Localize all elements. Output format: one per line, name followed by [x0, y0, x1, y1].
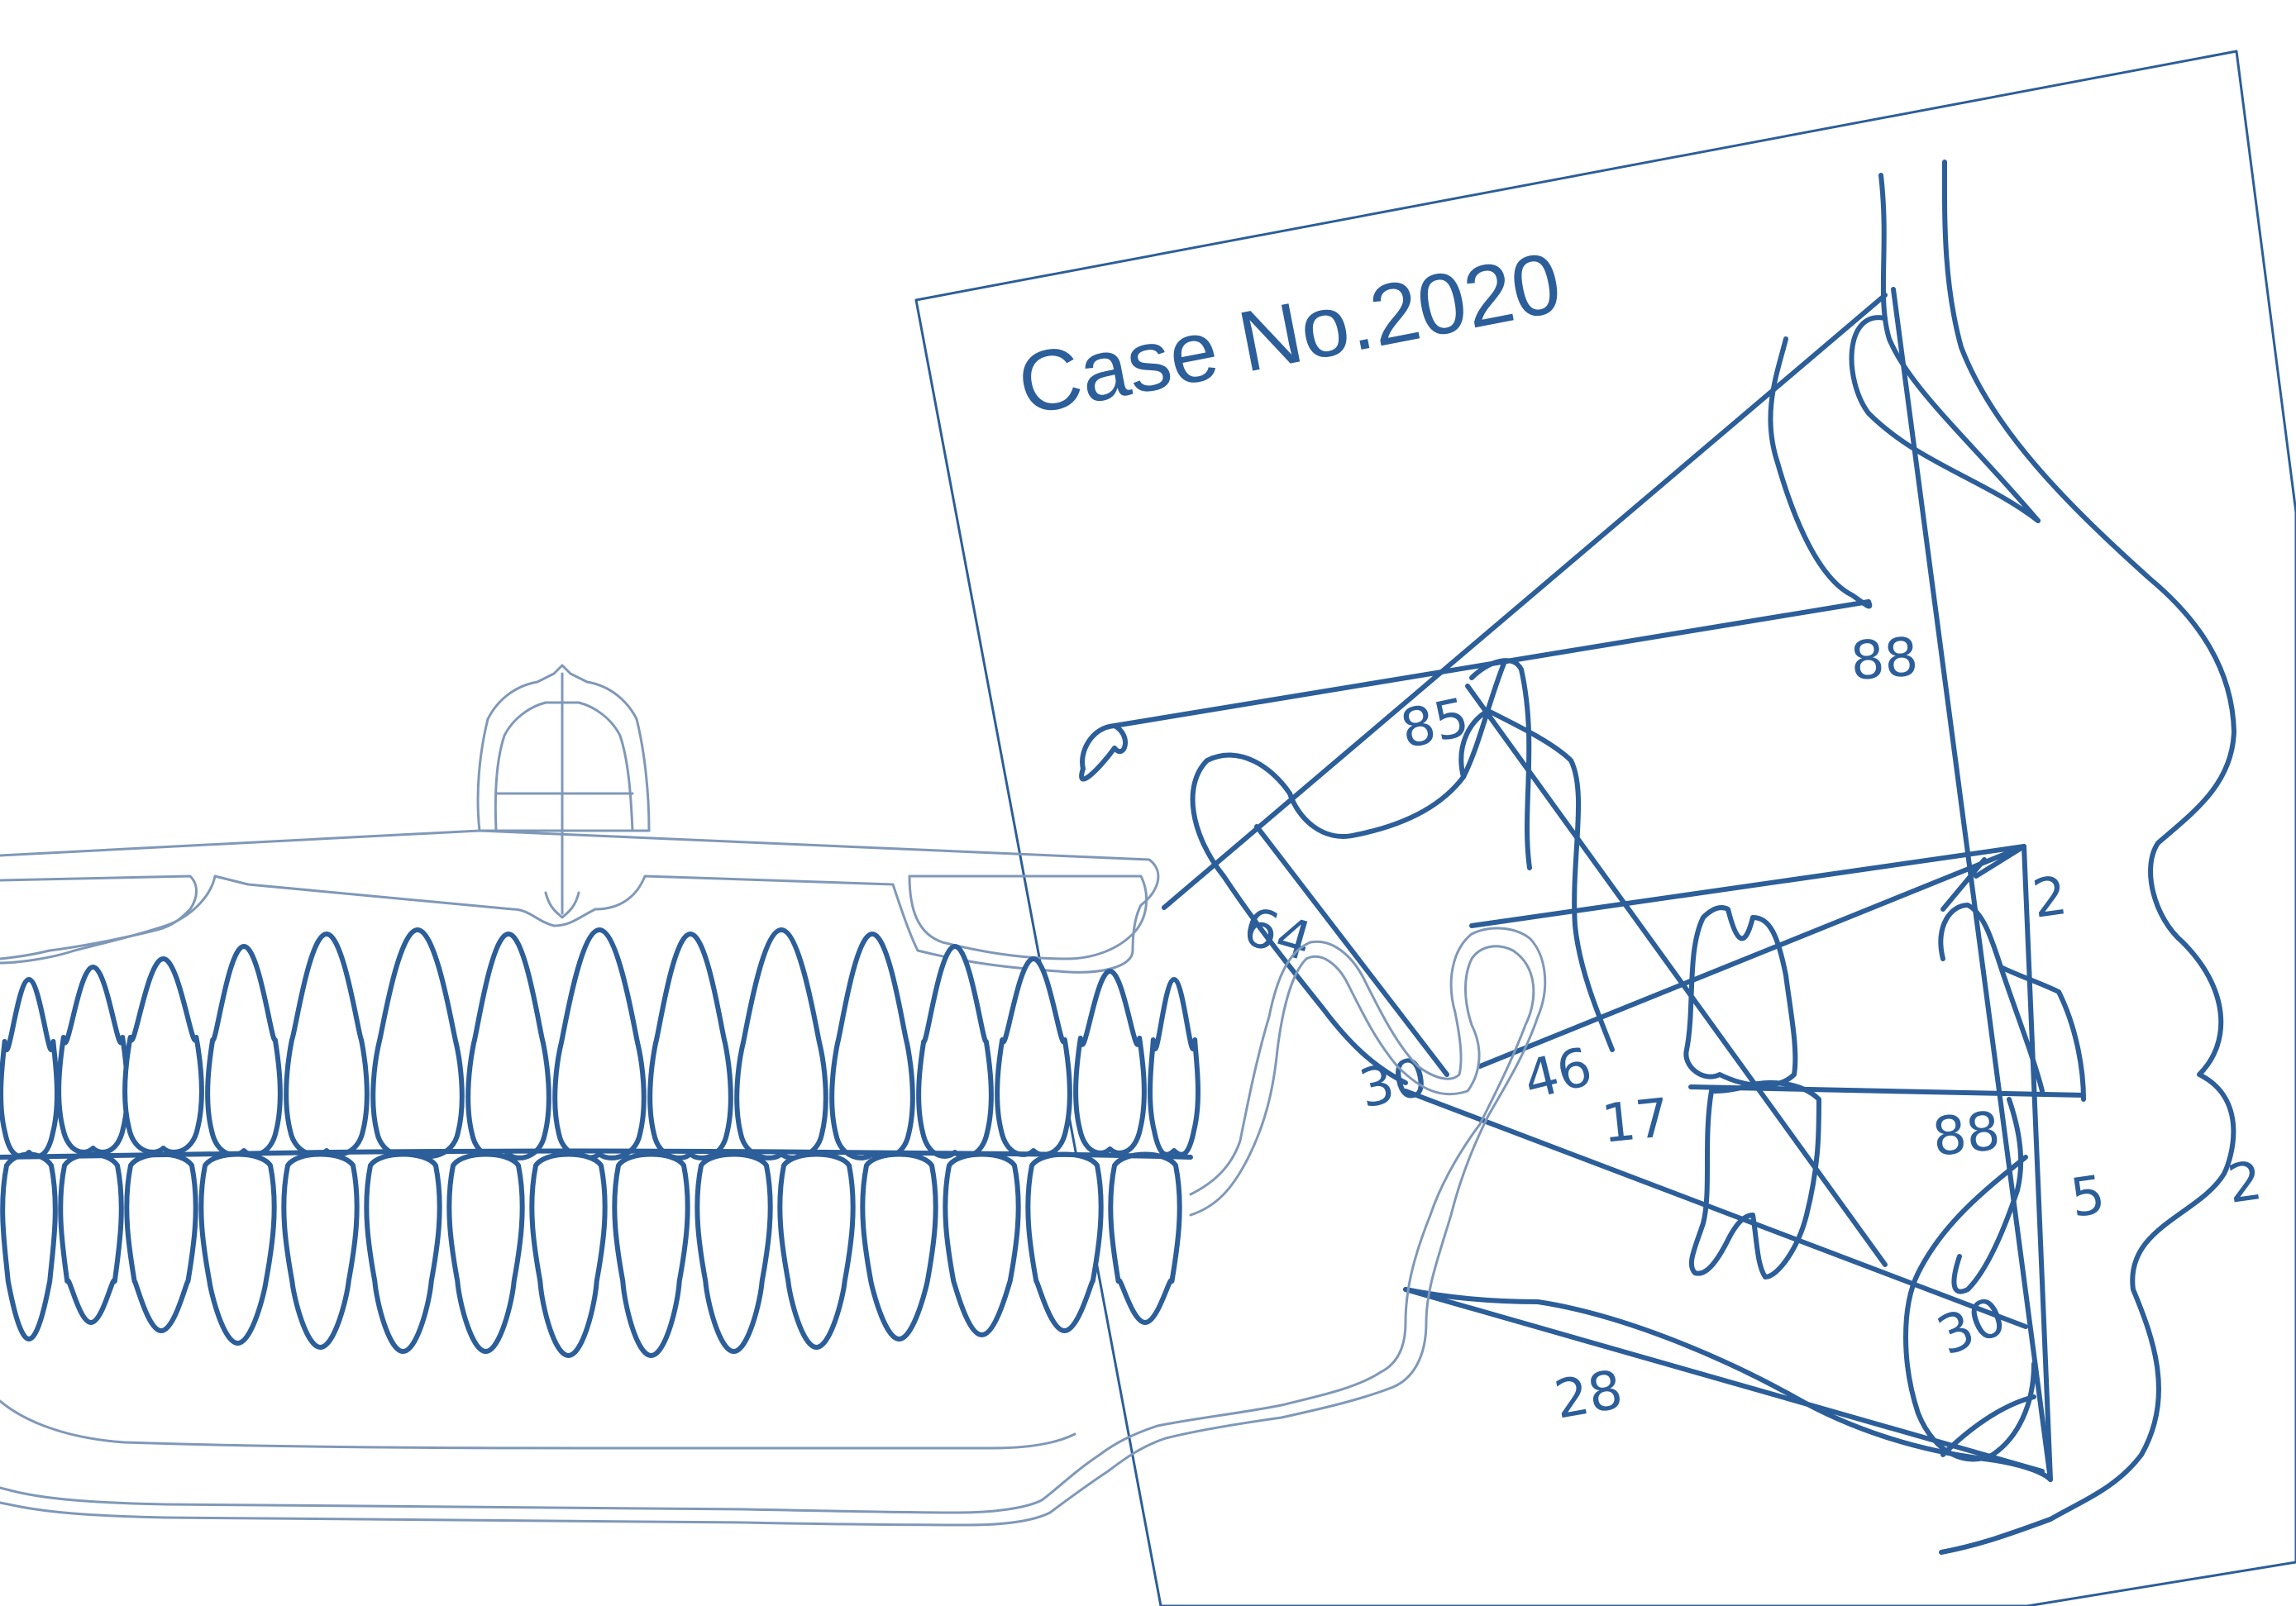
upper-tooth: [995, 956, 1072, 1157]
lower-tooth: [860, 1151, 938, 1342]
retainer-handle-outline: [476, 664, 651, 832]
upper-tooth: [465, 932, 551, 1160]
lower-tooth: [198, 1151, 277, 1346]
lower-incisor-axis-line: [1974, 844, 2026, 879]
palatal-plane-line: [1688, 1084, 2086, 1098]
lower-tooth: [695, 1151, 773, 1354]
measurement-label-85: 85: [1396, 687, 1474, 760]
lower-tooth: [281, 1151, 360, 1350]
lower-tooth: [1108, 1151, 1182, 1325]
retainer-band: [0, 829, 1160, 974]
mandibular-plane-line: [1403, 1089, 2028, 1329]
measurement-label-30-left: 30: [1354, 1046, 1433, 1120]
case-number-title: Case No.2020: [1010, 235, 1568, 434]
ramus-line: [1254, 824, 1449, 1077]
upper-teeth-row: [0, 927, 1201, 1160]
condyle-curve: [1190, 752, 1408, 1085]
occlusion-line: [0, 1148, 1193, 1160]
upper-incisor-axis-line: [1477, 844, 2026, 1069]
frontal-curve: [1849, 315, 2041, 523]
retainer-left-flap: [0, 874, 198, 960]
clear-retainer: [0, 664, 1547, 1527]
lower-tooth: [1025, 1151, 1104, 1333]
retainer-right-flap: [908, 874, 1148, 960]
upper-tooth: [370, 927, 465, 1159]
upper-tooth: [916, 944, 994, 1159]
upper-lip-curve: [1998, 965, 2086, 1102]
measurement-label-30-bottom: 30: [1929, 1286, 2014, 1368]
measurement-label-28: 28: [1550, 1360, 1627, 1432]
measurement-label-88-mid: 88: [1930, 1101, 2003, 1169]
upper-tooth: [1073, 969, 1147, 1156]
upper-molar-outline: [1683, 905, 1798, 1089]
upper-tooth: [0, 977, 60, 1159]
lower-tooth: [943, 1151, 1021, 1337]
mandible-outline: [0, 1399, 1076, 1451]
lower-tooth: [446, 1151, 525, 1354]
occlusal-plane-line: [1469, 844, 2026, 928]
facial-plane-line: [1891, 287, 2053, 1482]
soft-tissue-profile-line: [1939, 160, 2236, 1555]
record-sheet-outline: [914, 50, 2296, 1606]
pterygoid-curve: [1458, 658, 1615, 1052]
lower-facial-plane-line: [2022, 844, 2053, 1482]
chin-symphysis-outline: [1903, 1155, 2036, 1462]
measurement-label-17: 17: [1599, 1088, 1673, 1156]
lower-tooth: [0, 1151, 58, 1342]
porion-loop: [1079, 723, 1128, 782]
lower-teeth-row: [0, 1151, 1182, 1358]
lower-molar-outline: [1688, 1080, 1821, 1280]
upper-tooth: [552, 927, 647, 1160]
sn-line: [1162, 293, 1888, 910]
upper-tooth: [122, 956, 204, 1155]
upper-tooth: [829, 932, 915, 1160]
orbitale-loop: [1768, 336, 1873, 609]
upper-tooth: [205, 944, 283, 1157]
measurement-label-64: 64: [1237, 896, 1319, 974]
hinge-line: [1940, 857, 1987, 912]
upper-tooth: [734, 927, 828, 1160]
lower-tooth: [529, 1151, 608, 1358]
upper-tooth: [1148, 977, 1201, 1157]
lower-tooth: [58, 1151, 124, 1325]
retainer-stem: [544, 891, 580, 919]
lower-tooth: [612, 1151, 690, 1358]
lower-tooth: [124, 1151, 198, 1333]
nasal-bone-line: [1878, 173, 2041, 523]
retainer-wire-upper: [0, 927, 1547, 1527]
upper-tooth: [284, 932, 370, 1157]
upper-tooth: [647, 932, 733, 1160]
lower-tooth: [777, 1151, 856, 1350]
lower-incisor-outline: [1938, 903, 2045, 1294]
lower-tooth: [364, 1151, 442, 1354]
retainer-handle-inner: [478, 672, 651, 915]
measurement-label-2-right: 2: [2224, 1151, 2266, 1216]
measurement-label-5: 5: [2067, 1165, 2109, 1230]
sella-outline: [1287, 659, 1507, 839]
retainer-wire-lower: [0, 945, 1535, 1514]
measurement-label-88-top: 88: [1849, 627, 1920, 693]
cephalometric-tracing: 85 88 64 2 30 46 17 88 5 2 30 28: [1079, 160, 2266, 1555]
upper-tooth: [56, 965, 130, 1155]
measurement-label-2-upper: 2: [2029, 865, 2071, 931]
